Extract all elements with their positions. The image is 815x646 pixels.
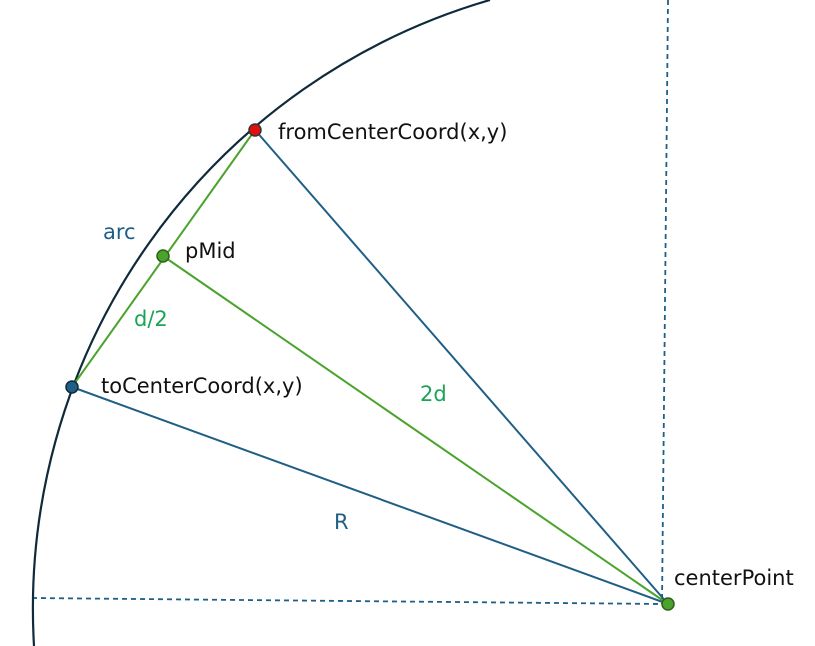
arc-label: arc <box>103 220 136 244</box>
to-point-label: toCenterCoord(x,y) <box>101 374 303 398</box>
to-radius-line <box>71 386 669 605</box>
to-point-marker <box>65 380 79 394</box>
mid-point-label: pMid <box>185 239 236 263</box>
mid-point-marker <box>156 249 170 263</box>
radius-label: R <box>334 510 349 534</box>
from-point-marker <box>248 123 262 137</box>
center-point-label: centerPoint <box>674 566 794 590</box>
center-point-marker <box>661 597 675 611</box>
horizontal-dashed-reference-line <box>31 597 663 605</box>
mid-segment-label: 2d <box>420 382 447 406</box>
half-chord-label: d/2 <box>134 307 168 331</box>
vertical-dashed-reference-line <box>661 0 669 605</box>
from-radius-line <box>254 129 669 605</box>
mid-to-center-line <box>162 255 669 605</box>
from-point-label: fromCenterCoord(x,y) <box>278 120 507 144</box>
circle-arc <box>31 0 491 646</box>
